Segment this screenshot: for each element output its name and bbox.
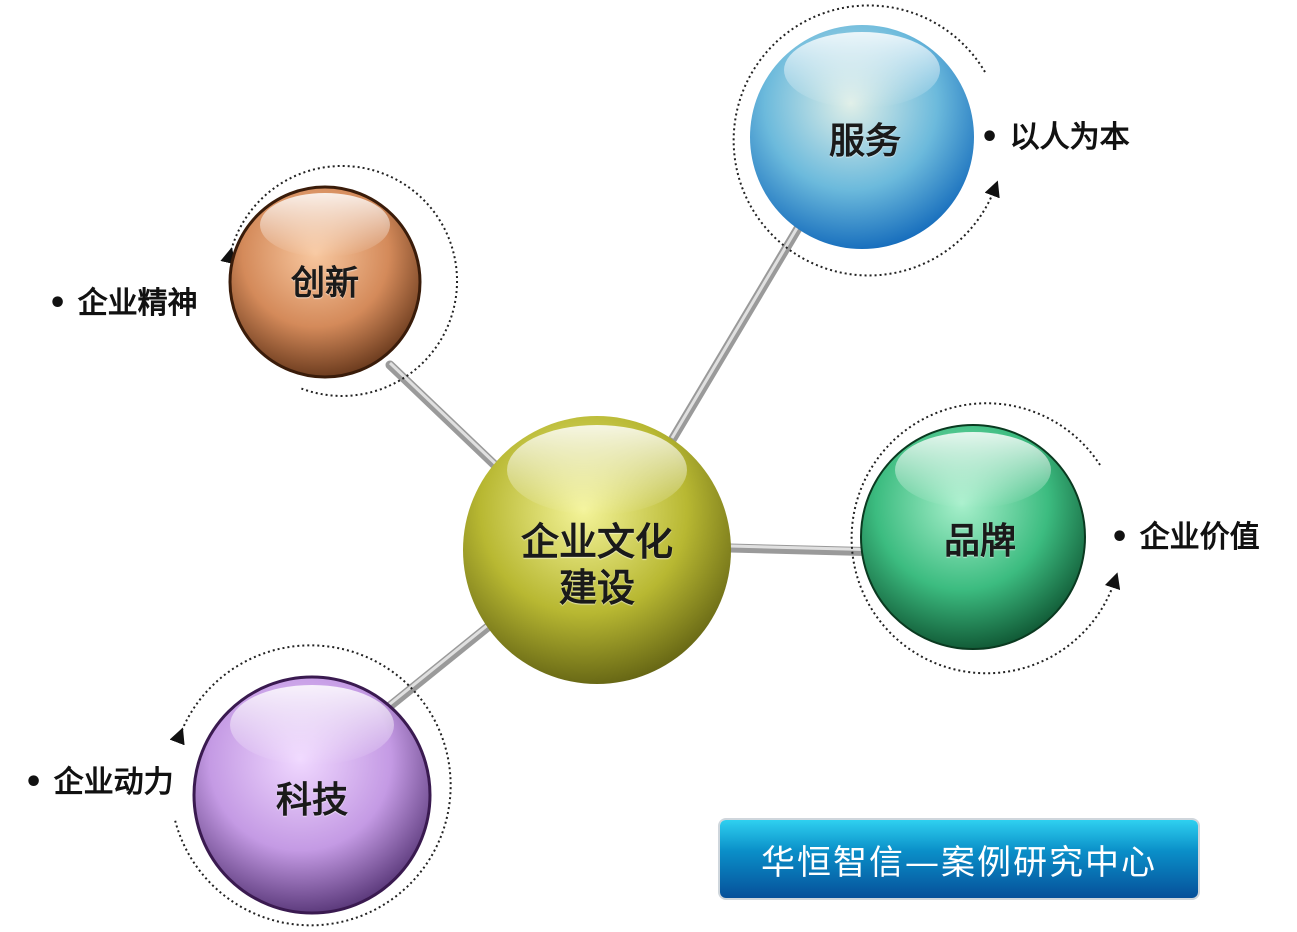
dotted-arc-technology: [169, 644, 452, 927]
node-title-service: 服务: [828, 121, 902, 162]
label-technology: • 企业动力: [24, 765, 174, 800]
center-title-line2: 建设: [558, 566, 636, 610]
sphere-innovation: [228, 185, 422, 379]
node-title-technology: 科技: [275, 780, 349, 821]
banner-text: 华恒智信—案例研究中心: [761, 842, 1157, 883]
sphere-technology: [192, 675, 432, 915]
dotted-arc-innovation: [220, 165, 459, 397]
sphere-service: [750, 25, 974, 249]
center-title-line1: 企业文化: [520, 520, 674, 564]
label-brand: • 企业价值: [1110, 520, 1260, 555]
sphere-center: [463, 416, 731, 684]
node-title-brand: 品牌: [943, 521, 1017, 562]
label-innovation: • 企业精神: [48, 286, 198, 321]
node-title-innovation: 创新: [291, 263, 359, 304]
sphere-brand: [860, 424, 1086, 650]
center-title: 企业文化 建设: [521, 519, 673, 611]
research-center-banner: 华恒智信—案例研究中心: [720, 820, 1198, 898]
label-service: • 以人为本: [980, 120, 1130, 155]
connector-brand: [725, 543, 890, 557]
